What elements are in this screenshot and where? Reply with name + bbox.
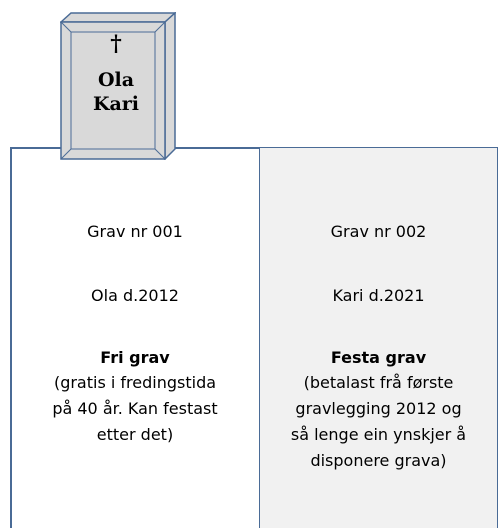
grave-status: Festa grav [330,348,427,367]
grave-note-line: så lenge ein ynskjer å [290,425,467,444]
grave-person: Ola d.2012 [91,286,179,305]
headstone-bevel [154,21,166,33]
headstone-name: Ola [97,69,135,91]
headstone [60,12,176,160]
cross-icon: † [110,31,122,57]
grave-plot-001: Grav nr 001 Ola d.2012 Fri grav (gratis … [11,148,259,528]
grave-note-line: disponere grava) [310,451,447,470]
grave-note: (betalast frå første gravlegging 2012 og… [260,370,497,474]
grave-note-line: (gratis i fredingstida [53,373,217,392]
grave-note-line: gravlegging 2012 og [295,399,462,418]
headstone-bevel [154,148,166,160]
grave-note-line: etter det) [96,425,174,444]
grave-number: Grav nr 002 [330,222,427,241]
grave-status: Fri grav [100,348,170,367]
grave-note-line: på 40 år. Kan festast [52,399,218,418]
plots-border [10,147,498,528]
grave-person: Kari d.2021 [332,286,425,305]
grave-plot-002: Grav nr 002 Kari d.2021 Festa grav (beta… [260,148,497,528]
headstone-bevel [60,21,72,33]
headstone-inscription: † Ola Kari [70,32,162,116]
headstone-top [60,12,176,23]
grave-note: (gratis i fredingstida på 40 år. Kan fes… [11,370,259,448]
headstone-bevel [60,148,72,160]
headstone-front [60,21,166,160]
grave-note-line: (betalast frå første [303,373,454,392]
headstone-side [164,12,176,160]
headstone-name: Kari [92,93,140,115]
grave-number: Grav nr 001 [87,222,183,241]
